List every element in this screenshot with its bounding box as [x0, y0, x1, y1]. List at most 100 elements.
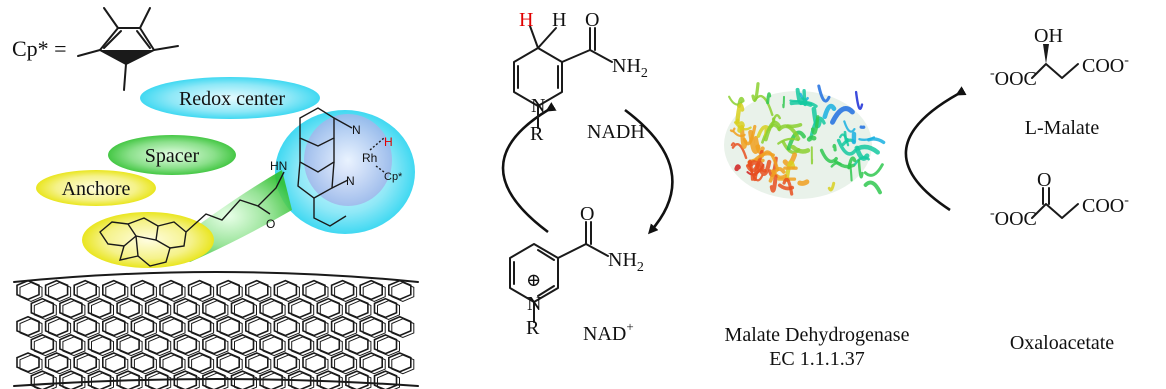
nanotube-hexagon-back: [33, 336, 57, 357]
nad-nh2: NH2: [608, 249, 644, 275]
nanotube-hexagon: [16, 279, 40, 301]
nanotube-hexagon-back: [148, 300, 172, 320]
nanotube-hexagon-back: [148, 372, 172, 389]
nanotube-hexagon-back: [105, 318, 129, 339]
nanotube-hexagon-back: [19, 318, 43, 339]
spacer-label: Spacer: [145, 145, 200, 167]
nanotube-hexagon: [230, 334, 255, 355]
nanotube-hexagon: [144, 297, 169, 319]
nanotube-hexagon: [102, 352, 126, 373]
nanotube-hexagon: [330, 279, 355, 301]
pyrene-highlight: [82, 212, 214, 268]
nanotube-hexagon: [273, 315, 298, 337]
enzyme-ribbon-image: [724, 82, 886, 199]
nanotube-hexagon-back: [91, 336, 114, 357]
enzyme-ribbon-strand: [855, 144, 880, 155]
nanotube-hexagon-back: [219, 354, 243, 375]
nanotube-hexagon-back: [291, 336, 315, 357]
anchor-ellipse: [36, 170, 156, 206]
nanotube-hexagon-back: [377, 372, 400, 389]
enzyme-ribbon-strand: [753, 135, 765, 155]
enzyme-ribbon-strand: [754, 152, 775, 161]
nanotube-hexagon: [87, 370, 112, 389]
rh-hydride: H: [384, 135, 393, 149]
nanotube-hexagon: [159, 315, 183, 337]
nanotube-hexagon: [44, 352, 69, 373]
nanotube-hexagon: [73, 352, 97, 373]
enzyme-ribbon-strand: [854, 90, 864, 110]
nanotube-hexagon: [173, 297, 198, 319]
nanotube-hexagon-back: [191, 282, 215, 302]
nanotube-hexagon: [102, 315, 126, 337]
nanotube-hexagon: [130, 315, 155, 337]
nanotube-hexagon: [387, 315, 412, 337]
cp-star-structure: [77, 7, 179, 91]
nanotube-hexagon-back: [276, 354, 300, 375]
enzyme-ribbon-strand: [810, 115, 820, 135]
nanotube-hexagon-back: [48, 282, 72, 302]
nanotube-hexagon-back: [305, 354, 329, 375]
rh-n-bottom: N: [346, 174, 355, 188]
enzyme-ribbon-strand: [747, 159, 754, 181]
enzyme-ribbon-strand: [782, 95, 785, 109]
anchor-label: Anchore: [62, 178, 131, 200]
nanotube-hexagon: [287, 297, 312, 319]
enzyme-ribbon-strand: [822, 103, 837, 119]
nanotube-hexagon: [245, 315, 269, 337]
enzyme-ribbon-strand: [730, 142, 736, 147]
nanotube-hexagon-back: [119, 336, 143, 357]
nanotube-hexagon-back: [48, 354, 72, 375]
nanotube-hexagon-back: [262, 300, 286, 320]
nad-nitrogen: N: [527, 293, 541, 315]
enzyme-ribbon-strand: [737, 121, 745, 133]
nanotube-hexagon-back: [319, 300, 343, 320]
nanotube-hexagon-back: [262, 336, 286, 357]
nanotube-hexagon: [216, 279, 240, 301]
nanotube-hexagon-back: [348, 300, 372, 320]
nanotube-hexagon-back: [305, 282, 329, 302]
nanotube-hexagon-back: [119, 300, 143, 320]
nanotube-hexagon-back: [62, 336, 86, 357]
oxaloacetate-left-carboxylate: -OOC: [990, 206, 1037, 230]
nanotube-hexagon: [116, 297, 140, 319]
nanotube-hexagon-back: [76, 282, 100, 302]
nanotube-hexagon-back: [248, 282, 272, 302]
enzyme-ribbon-strand: [777, 137, 800, 145]
nanotube-hexagon-back: [105, 282, 129, 302]
nanotube-hexagon: [30, 370, 55, 389]
nanotube-hexagon-back: [391, 354, 415, 375]
enzyme-ribbon-strand: [732, 130, 746, 138]
enzyme-name: Malate Dehydrogenase: [725, 324, 910, 346]
nanotube-hexagon-back: [305, 318, 329, 339]
nanotube-hexagon-back: [119, 372, 143, 389]
nanotube-hexagon-back: [105, 354, 129, 375]
redox-center-ellipse: [140, 77, 320, 119]
oxaloacetate-structure: O -OOC COO- Oxaloacetate: [990, 169, 1129, 354]
nanotube-hexagon-back: [133, 282, 157, 302]
nanotube-hexagon-back: [262, 372, 286, 389]
nanotube-hexagon: [287, 334, 312, 355]
nadh-nh2: NH2: [612, 55, 648, 81]
enzyme-ec-number: EC 1.1.1.37: [769, 348, 865, 370]
nanotube-hexagon: [144, 334, 169, 355]
nanotube-hexagon-back: [76, 318, 100, 339]
nanotube-hexagon: [316, 334, 341, 355]
nanotube-hexagon: [273, 352, 298, 373]
nanotube-hexagon-back: [133, 318, 157, 339]
nanotube-hexagon-back: [334, 318, 358, 339]
nanotube-hexagon: [359, 352, 384, 373]
nanotube-hexagon: [173, 370, 198, 389]
enzyme-ribbon-strand: [857, 159, 864, 179]
nanotube-hexagon: [359, 315, 384, 337]
cp-star-label: Cp* =: [12, 36, 67, 61]
nanotube-hexagon-back: [362, 282, 386, 302]
nanotube-hexagon-back: [377, 300, 400, 320]
nanotube-hexagon-back: [248, 318, 272, 339]
enzyme-ribbon-strand: [733, 121, 752, 131]
nanotube-hexagon-back: [362, 318, 386, 339]
nanotube-hexagon: [330, 352, 355, 373]
enzyme-ribbon-strand: [768, 167, 786, 183]
nanotube-hexagon: [16, 315, 40, 337]
nanotube-hexagon-back: [62, 300, 86, 320]
